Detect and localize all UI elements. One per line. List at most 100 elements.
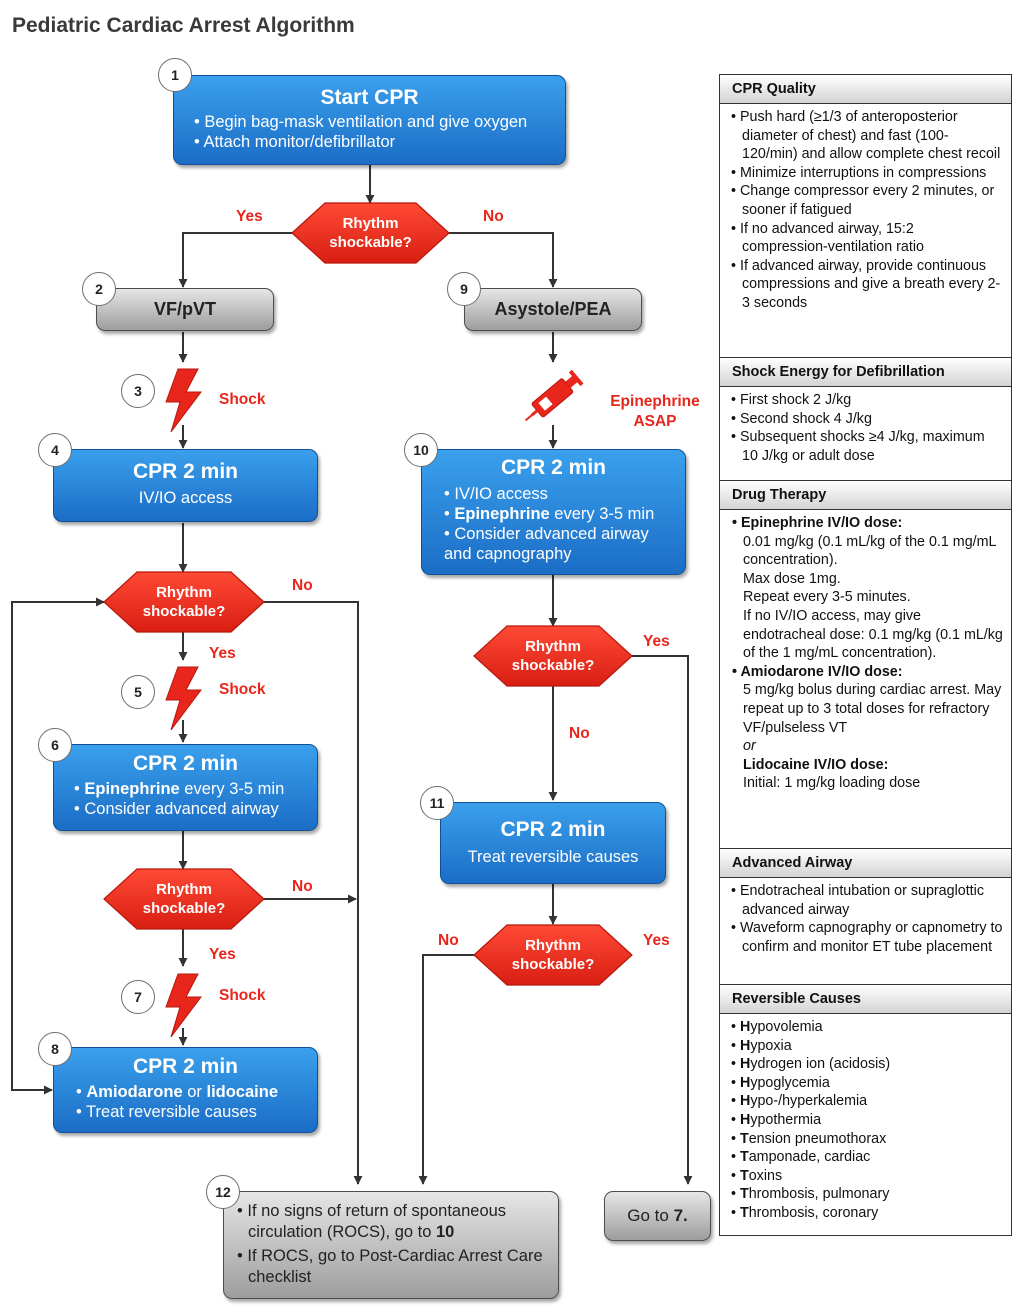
arrow-dec4-yes (632, 655, 693, 1185)
panel-cpr-quality-title: CPR Quality (720, 75, 1011, 104)
decision-3-label: Rhythm shockable? (142, 881, 226, 917)
lightning-bolt-icon (165, 973, 202, 1038)
goto-target: 7. (673, 1206, 688, 1225)
shock-energy-item: • Subsequent shocks ≥4 J/kg, maximum 10 … (731, 429, 985, 464)
reversible-cause-item: • Hypovolemia (731, 1019, 823, 1035)
advanced-airway-item: • Waveform capnography or capnometry to … (731, 920, 1003, 955)
step-number-2: 2 (82, 272, 116, 306)
step-number-9: 9 (447, 272, 481, 306)
reversible-cause-item: • Hydrogen ion (acidosis) (731, 1056, 891, 1073)
cpr-quality-item: • If no advanced airway, 15:2 compressio… (731, 220, 924, 256)
step-number-12: 12 (206, 1175, 240, 1209)
step-number-8: 8 (38, 1032, 72, 1066)
shock-energy-item: • Second shock 4 J/kg (731, 410, 872, 427)
decision-4-no: No (569, 725, 590, 742)
step-4-text: IV/IO access (138, 489, 233, 507)
step-11-title: CPR 2 min (500, 818, 606, 841)
step-number-10: 10 (404, 433, 438, 467)
step-number-4: 4 (38, 433, 72, 467)
panel-reversible-causes: Reversible Causes • Hypovolemia • Hypoxi… (719, 984, 1012, 1236)
cpr-quality-item: • Change compressor every 2 minutes, or … (731, 183, 995, 218)
step-11-cpr-2min: CPR 2 min Treat reversible causes (440, 802, 666, 884)
panel-drug-therapy-title: Drug Therapy (720, 481, 1011, 510)
step-number-7: 7 (121, 980, 155, 1014)
reversible-cause-item: • Tamponade, cardiac (731, 1149, 871, 1166)
arrow-dec1-no (449, 232, 558, 288)
advanced-airway-item: • Endotracheal intubation or supraglotti… (731, 883, 984, 918)
step-10-item: • Consider advanced airway and capnograp… (444, 525, 649, 563)
step-12-item: • If no signs of return of spontaneous c… (237, 1202, 507, 1241)
decision-4 (473, 625, 633, 687)
decision-3 (103, 868, 265, 930)
decision-5 (473, 924, 633, 986)
step-12-item1-text: If no signs of return of spontaneous cir… (247, 1202, 507, 1241)
step-8-item: • Amiodarone or lidocaine (76, 1083, 279, 1101)
epinephrine-dose-line: 0.01 mg/kg (0.1 mL/kg of the 0.1 mg/mL c… (743, 533, 996, 569)
epinephrine-asap-label: Epinephrine ASAP (610, 393, 700, 430)
decision-5-label: Rhythm shockable? (511, 937, 595, 973)
step-1-item: • Begin bag-mask ventilation and give ox… (194, 113, 528, 131)
decision-2-no: No (292, 577, 313, 594)
step-12-item1-goto: 10 (435, 1223, 455, 1241)
step-6-title: CPR 2 min (132, 752, 239, 775)
panel-drug-therapy: Drug Therapy • Epinephrine IV/IO dose: 0… (719, 480, 1012, 849)
arrow-dec5-no (418, 954, 474, 1185)
step-6-drug-freq: every 3-5 min (179, 780, 285, 798)
decision-4-label: Rhythm shockable? (511, 638, 595, 674)
reversible-cause-item: • Hypo-/hyperkalemia (731, 1093, 868, 1110)
panel-advanced-airway-title: Advanced Airway (720, 849, 1011, 878)
panel-shock-energy-title: Shock Energy for Defibrillation (720, 358, 1011, 387)
panel-advanced-airway: Advanced Airway • Endotracheal intubatio… (719, 848, 1012, 985)
step-number-3: 3 (121, 374, 155, 408)
goto-text: Go to (627, 1206, 669, 1225)
decision-5-no: No (438, 932, 459, 949)
syringe-icon (524, 369, 584, 422)
epinephrine-dose-line: Max dose 1mg. (743, 570, 841, 587)
step-number-11: 11 (420, 786, 454, 820)
step-8-title: CPR 2 min (132, 1055, 239, 1078)
shock-label-5: Shock (219, 681, 266, 698)
reversible-cause-item: • Thrombosis, pulmonary (731, 1186, 890, 1203)
step-10-drug-freq: every 3-5 min (549, 505, 655, 523)
amiodarone-dose-text: 5 mg/kg bolus during cardiac arrest. May… (743, 682, 1002, 736)
shock-energy-item: • First shock 2 J/kg (731, 392, 852, 408)
step-8-amiodarone: Amiodarone (86, 1083, 183, 1101)
step-number-6: 6 (38, 728, 72, 762)
or-separator: or (743, 738, 756, 755)
lightning-bolt-icon (165, 368, 202, 433)
reversible-cause-item: • Hypoglycemia (731, 1074, 830, 1091)
step-10-item: • IV/IO access (444, 485, 548, 503)
step-8-or: or (182, 1083, 207, 1101)
step-9-asystole-pea: Asystole/PEA (464, 288, 642, 331)
reversible-cause-item: • Thrombosis, coronary (731, 1204, 879, 1221)
step-6-cpr-2min: CPR 2 min • Epinephrine every 3-5 min • … (53, 744, 318, 831)
step-1-title: Start CPR (320, 86, 419, 109)
step-4-title: CPR 2 min (132, 460, 239, 483)
step-6-item: • Consider advanced airway (74, 800, 279, 818)
panel-reversible-causes-title: Reversible Causes (720, 985, 1011, 1014)
step-10-item: • Epinephrine every 3-5 min (444, 505, 655, 523)
step-10-drug: Epinephrine (454, 505, 550, 523)
shock-label-3: Shock (219, 391, 266, 408)
decision-2-label: Rhythm shockable? (142, 584, 226, 620)
step-4-cpr-2min: CPR 2 min IV/IO access (53, 449, 318, 522)
decision-2-yes: Yes (209, 645, 236, 662)
decision-3-no: No (292, 878, 313, 895)
step-1-start-cpr: Start CPR • Begin bag-mask ventilation a… (173, 75, 566, 165)
lidocaine-dose-heading: Lidocaine IV/IO dose: (743, 756, 889, 773)
panel-cpr-quality: CPR Quality • Push hard (≥1/3 of anterop… (719, 74, 1012, 358)
epinephrine-dose-line: If no IV/IO access, may give endotrachea… (743, 607, 1003, 662)
step-number-1: 1 (158, 58, 192, 92)
shock-label-7: Shock (219, 987, 266, 1004)
decision-2 (103, 571, 265, 633)
cpr-quality-item: • Minimize interruptions in compressions (731, 164, 987, 181)
decision-1-label: Rhythm shockable? (329, 215, 412, 251)
cpr-quality-item: • Push hard (≥1/3 of anteroposterior dia… (731, 109, 1001, 163)
decision-1-no: No (483, 208, 504, 225)
reversible-cause-item: • Hypothermia (731, 1111, 822, 1128)
reversible-cause-item: • Tension pneumothorax (731, 1130, 887, 1147)
arrow-dec2-no (264, 601, 363, 1185)
step-2-vf-pvt: VF/pVT (96, 288, 274, 331)
amiodarone-dose-heading: • Amiodarone IV/IO dose: (732, 663, 903, 680)
lightning-bolt-icon (165, 666, 202, 731)
